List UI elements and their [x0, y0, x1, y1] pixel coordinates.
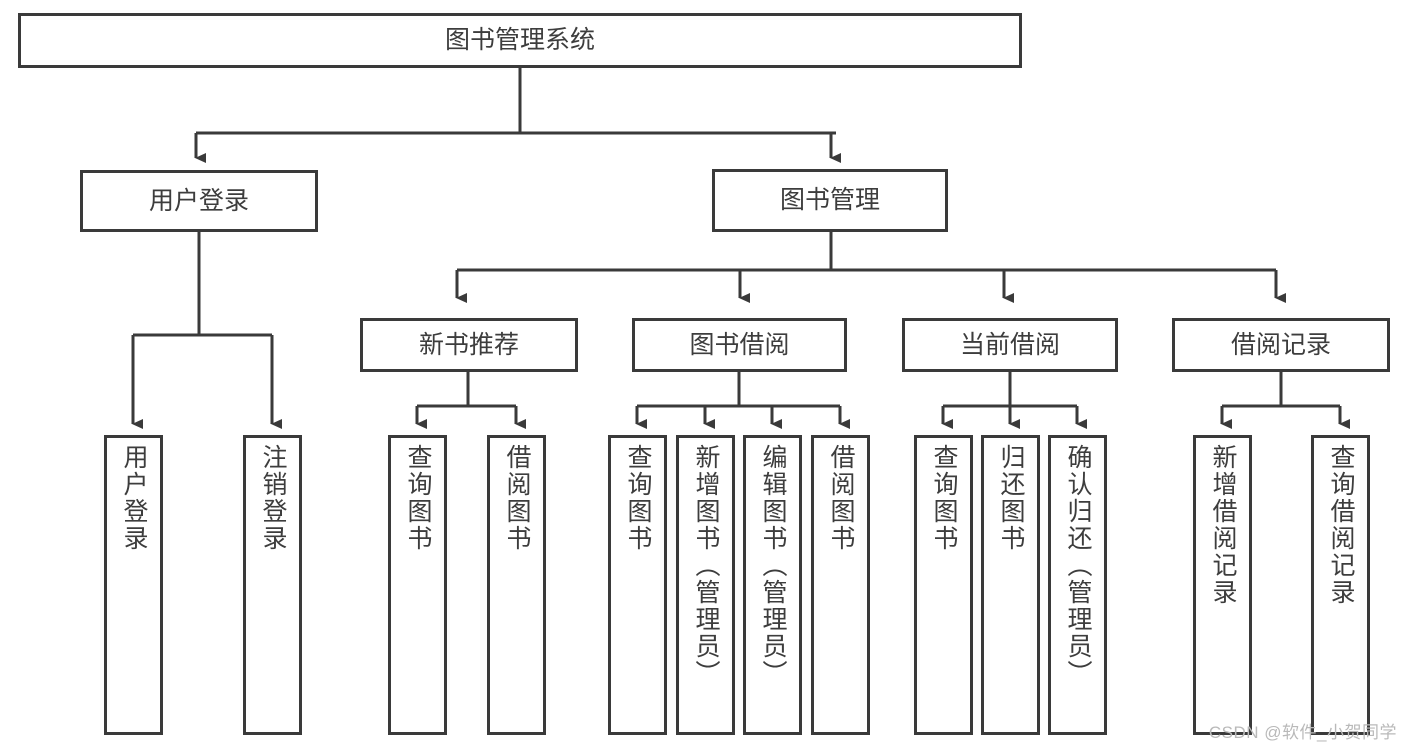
node-new-book-recommend[interactable]: 新书推荐 — [360, 318, 578, 372]
node-label: 查询图书 — [404, 444, 432, 552]
node-root-book-management-system[interactable]: 图书管理系统 — [18, 13, 1022, 68]
leaf-query-book-current[interactable]: 查询图书 — [914, 435, 973, 735]
leaf-query-book-borrow[interactable]: 查询图书 — [608, 435, 667, 735]
node-label: 用户登录 — [120, 444, 148, 552]
leaf-add-borrow-record[interactable]: 新增借阅记录 — [1193, 435, 1252, 735]
node-borrow-record[interactable]: 借阅记录 — [1172, 318, 1390, 372]
node-book-management[interactable]: 图书管理 — [712, 169, 948, 232]
leaf-borrow-book-recommend[interactable]: 借阅图书 — [487, 435, 546, 735]
leaf-user-login[interactable]: 用户登录 — [104, 435, 163, 735]
leaf-edit-book-admin[interactable]: 编辑图书（管理员） — [743, 435, 802, 735]
node-label: 查询图书 — [930, 444, 958, 552]
node-label: 注销登录 — [259, 444, 287, 552]
node-label: 借阅图书 — [503, 444, 531, 552]
node-label: 图书管理系统 — [444, 26, 595, 54]
leaf-confirm-return-admin[interactable]: 确认归还（管理员） — [1048, 435, 1107, 735]
leaf-query-book-recommend[interactable]: 查询图书 — [388, 435, 447, 735]
leaf-logout[interactable]: 注销登录 — [243, 435, 302, 735]
node-label: 新增借阅记录 — [1209, 444, 1237, 606]
node-label: 新增图书（管理员） — [692, 444, 720, 687]
node-label: 借阅记录 — [1230, 330, 1331, 359]
node-label: 图书管理 — [779, 186, 880, 214]
leaf-borrow-book[interactable]: 借阅图书 — [811, 435, 870, 735]
node-label: 用户登录 — [148, 186, 249, 215]
node-label: 查询图书 — [624, 444, 652, 552]
node-label: 图书借阅 — [689, 330, 790, 359]
node-current-borrow[interactable]: 当前借阅 — [902, 318, 1118, 372]
node-label: 归还图书 — [997, 444, 1025, 552]
node-label: 借阅图书 — [827, 444, 855, 552]
node-label: 当前借阅 — [959, 330, 1060, 359]
leaf-query-borrow-record[interactable]: 查询借阅记录 — [1311, 435, 1370, 735]
node-label: 查询借阅记录 — [1327, 444, 1355, 606]
node-label: 新书推荐 — [418, 330, 519, 359]
node-label: 编辑图书（管理员） — [759, 444, 787, 687]
node-user-login[interactable]: 用户登录 — [80, 170, 318, 232]
node-book-borrow[interactable]: 图书借阅 — [632, 318, 847, 372]
leaf-add-book-admin[interactable]: 新增图书（管理员） — [676, 435, 735, 735]
leaf-return-book[interactable]: 归还图书 — [981, 435, 1040, 735]
node-label: 确认归还（管理员） — [1064, 444, 1092, 687]
